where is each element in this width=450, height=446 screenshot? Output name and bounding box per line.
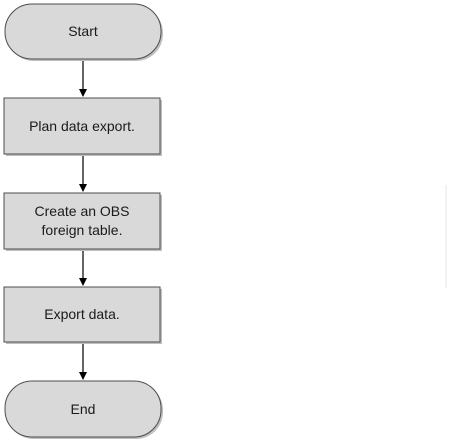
node-plan-shape <box>3 97 161 155</box>
node-create-obs-foreign-table: Create an OBS foreign table. <box>3 192 162 251</box>
node-export-label: Export data. <box>44 306 120 322</box>
node-create-label-line2: foreign table. <box>42 222 123 238</box>
node-start-shape <box>4 3 162 60</box>
node-end-shape <box>4 380 162 438</box>
node-plan-label: Plan data export. <box>29 118 135 134</box>
node-start-label: Start <box>68 23 98 39</box>
node-plan-data-export: Plan data export. <box>3 97 162 156</box>
node-export-shape <box>3 286 161 343</box>
node-create-shape <box>3 192 161 250</box>
node-end: End <box>4 380 163 439</box>
node-end-label: End <box>71 401 96 417</box>
node-create-label-line1: Create an OBS <box>35 203 130 219</box>
node-export-data: Export data. <box>3 286 162 344</box>
node-start: Start <box>4 3 163 61</box>
